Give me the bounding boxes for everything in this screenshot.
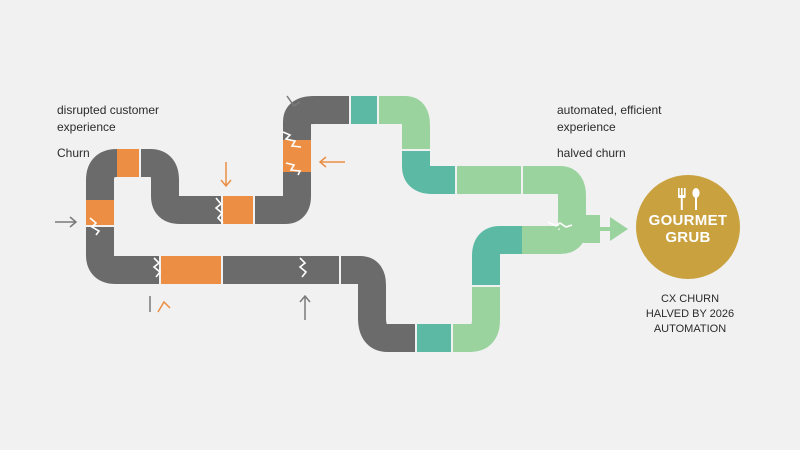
gourmet-grub-logo: GOURMET GRUB [636, 175, 740, 279]
crack-mark [547, 221, 573, 228]
crack-mark [282, 131, 302, 148]
pipe-segment-upper-5 [254, 170, 311, 224]
branch-mark-icon [286, 95, 301, 108]
pipe-segment-lower-7 [472, 226, 522, 286]
arrow-in-left-icon [55, 216, 78, 228]
left-label-churn: Churn [57, 146, 90, 160]
right-label-line1: automated, efficient [557, 103, 662, 117]
caption: CX CHURN HALVED BY 2026 AUTOMATION [625, 292, 755, 337]
logo-line2: GRUB [665, 229, 711, 246]
arrow-left-icon [318, 156, 345, 168]
pipe-segment-lower-4 [222, 256, 416, 352]
right-label-line2: experience [557, 120, 616, 134]
pipe-segment-upper-11 [456, 166, 600, 243]
left-label-line1: disrupted customer [57, 103, 160, 117]
arrow-right-icon [610, 217, 628, 241]
pipe-segment-lower-8 [522, 225, 586, 254]
pipe-segment-upper-1 [86, 149, 150, 200]
logo-text: GOURMET GRUB [636, 212, 740, 246]
crack-mark [298, 257, 308, 278]
crack-mark [285, 162, 302, 176]
pipe-segment-upper-7 [283, 96, 350, 140]
pipe-segment-lower-2 [86, 226, 160, 284]
caption-line1: CX CHURN [660, 293, 720, 305]
caption-line2: HALVED BY 2026 [645, 308, 735, 320]
right-labels: automated, efficient experience halved c… [557, 102, 707, 162]
pipe-segment-upper-10 [402, 150, 456, 194]
arrow-down-icon [220, 162, 232, 188]
crack-mark [89, 217, 101, 236]
left-labels: disrupted customer experience Churn [57, 102, 207, 162]
caption-line3: AUTOMATION [653, 323, 727, 335]
logo-icons [636, 188, 740, 215]
crack-mark [152, 257, 162, 278]
pipe-segment-upper-3 [136, 149, 222, 224]
fork-icon [678, 188, 700, 210]
pipe-segment-upper-9 [378, 96, 430, 150]
split-mark-icon [157, 300, 171, 313]
pipe-segment-lower-6 [452, 285, 500, 352]
left-label-line2: experience [57, 120, 116, 134]
crack-mark [214, 197, 224, 224]
right-label-churn: halved churn [557, 146, 626, 160]
arrow-up-icon [299, 294, 311, 320]
logo-line1: GOURMET [648, 212, 728, 229]
